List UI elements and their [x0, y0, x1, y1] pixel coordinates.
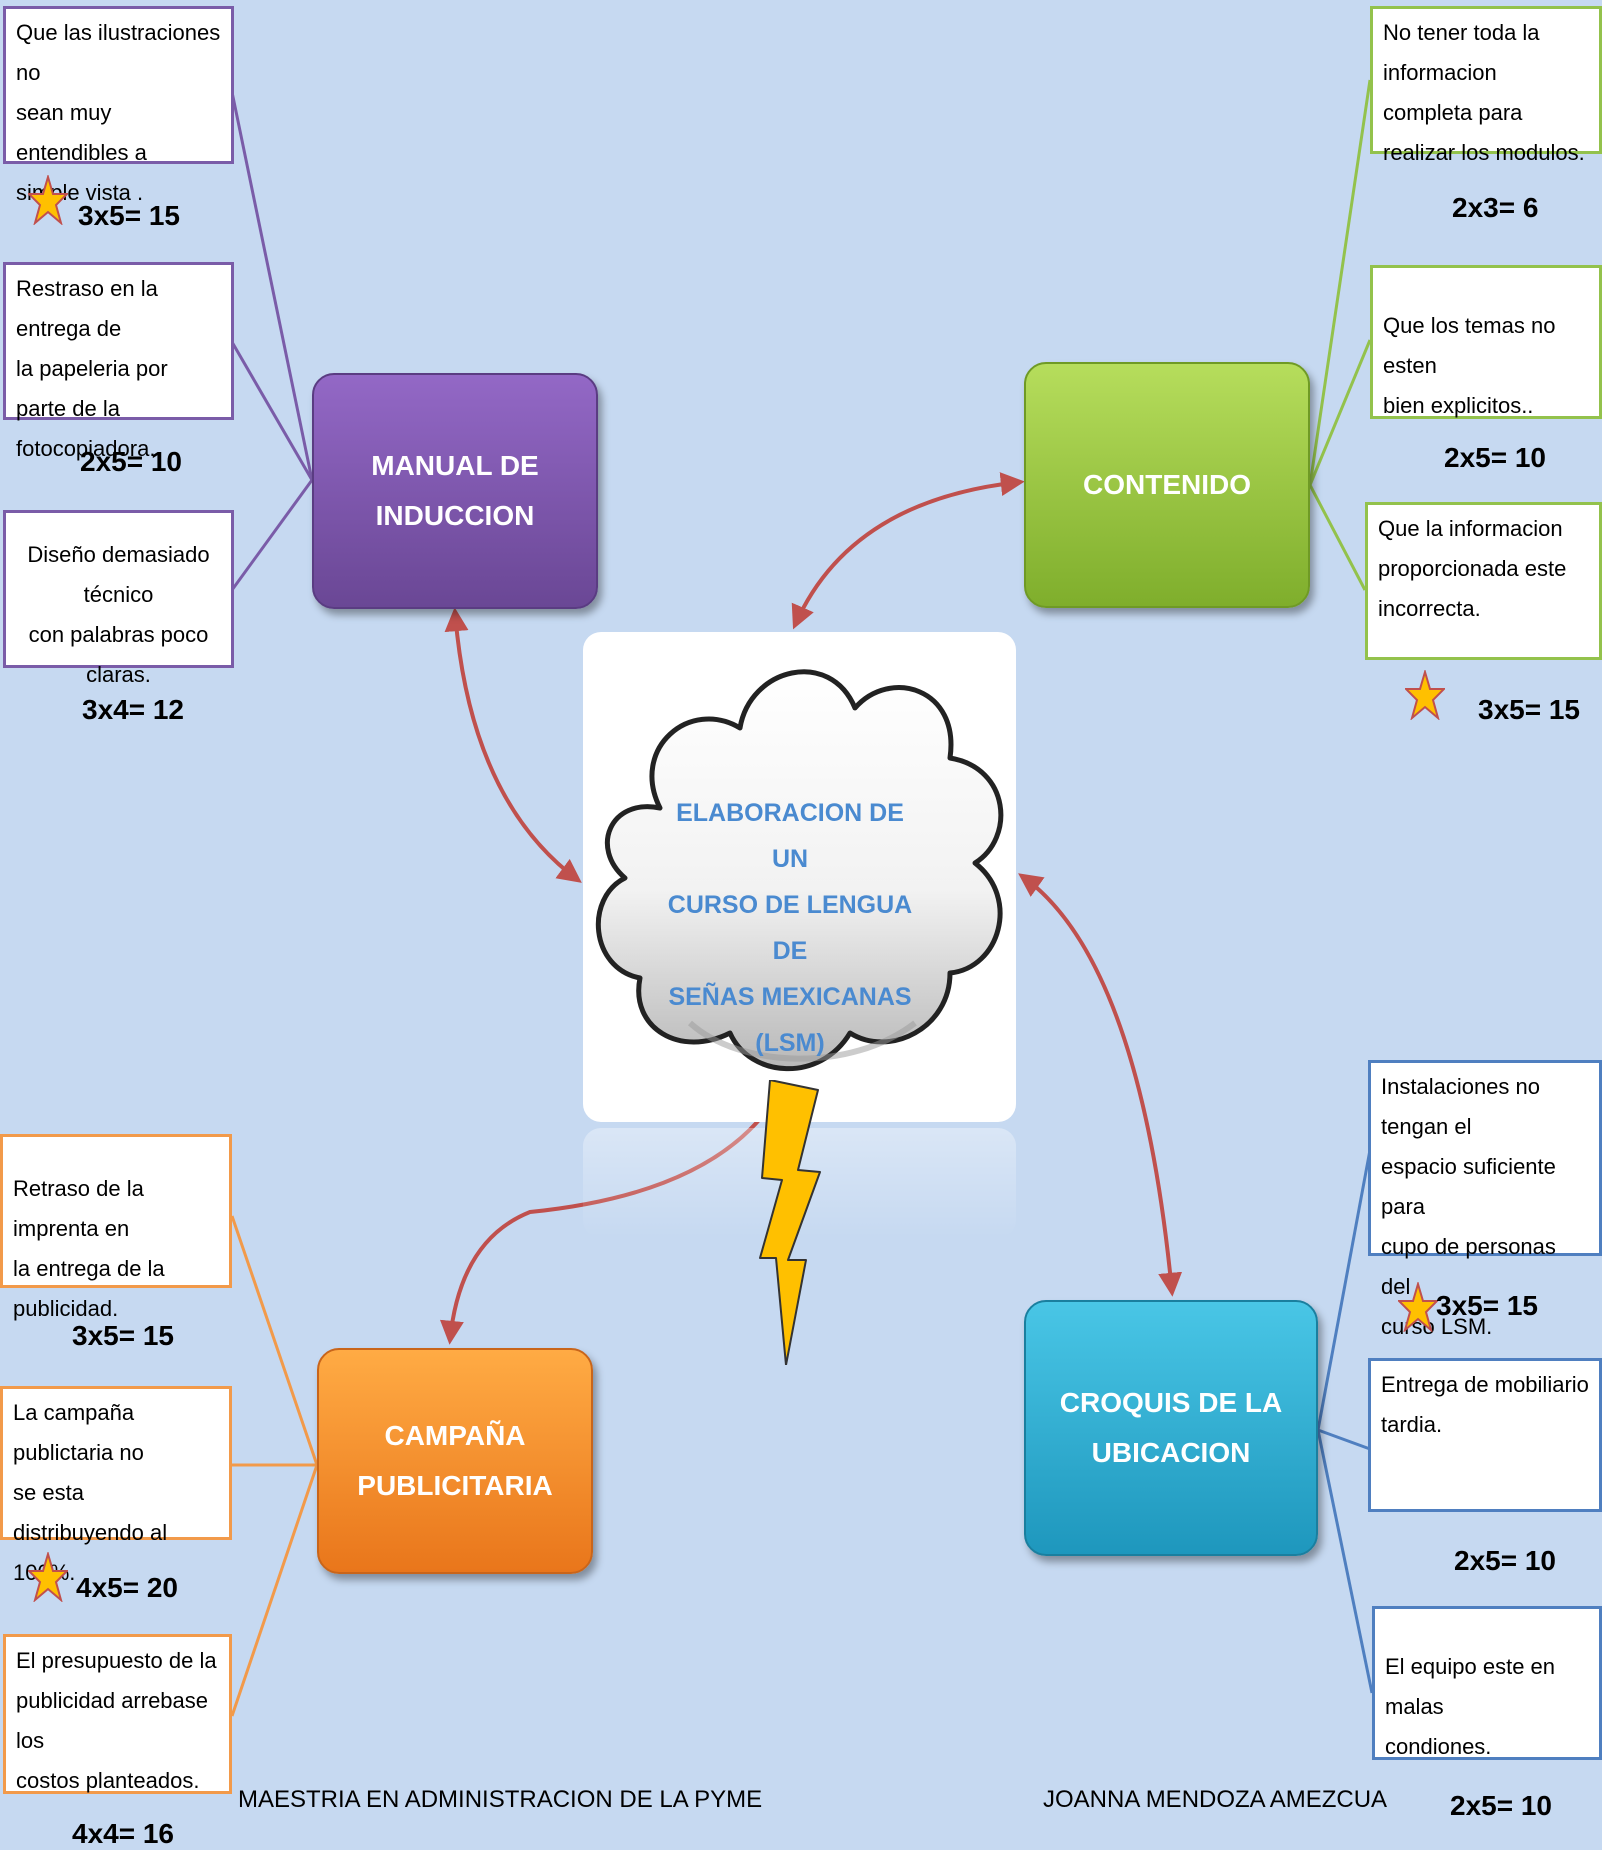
risk-box: Instalaciones no tengan el espacio sufic… [1368, 1060, 1602, 1339]
star-icon [1398, 1282, 1438, 1332]
node-title: CAMPAÑA PUBLICITARIA [357, 1420, 553, 1501]
risk-box: Retraso de la imprenta en la entrega de … [0, 1134, 232, 1321]
risk-box: El presupuesto de la publicidad arrebase… [3, 1634, 232, 1794]
risk-score: 4x5= 20 [76, 1572, 178, 1603]
risk-score: 4x4= 16 [72, 1818, 174, 1849]
risk-line: la entrega de la publicidad. [13, 1256, 165, 1321]
central-topic-line: (LSM) [755, 1029, 825, 1057]
risk-box: Que los temas no esten bien explicitos.. [1370, 265, 1602, 419]
risk-line: Que las ilustraciones no [16, 20, 221, 85]
risk-score: 2x3= 6 [1452, 192, 1539, 223]
risk-score: 3x5= 15 [1436, 1290, 1538, 1321]
risk-box: Que las ilustraciones no sean muy entend… [3, 6, 234, 205]
contenido-connectors [1308, 79, 1372, 591]
risk-line: incorrecta. [1378, 596, 1481, 621]
risk-line: espacio suficiente para [1381, 1154, 1556, 1219]
central-topic-line: ELABORACION DE UN [676, 799, 904, 873]
risk-line: Instalaciones no tengan el [1381, 1074, 1540, 1139]
central-topic-text: ELABORACION DE UN CURSO DE LENGUA DE SEÑ… [660, 790, 920, 1066]
risk-box: Restraso en la entrega de la papeleria p… [3, 262, 234, 461]
risk-score: 3x5= 15 [78, 200, 180, 231]
risk-line: fotocopiadora. [16, 436, 156, 461]
risk-box: Que la informacion proporcionada este in… [1365, 502, 1602, 660]
cloud-icon [595, 669, 1004, 1072]
footer-right: JOANNA MENDOZA AMEZCUA [1043, 1786, 1388, 1813]
node-campana-publicitaria[interactable]: CAMPAÑA PUBLICITARIA [317, 1348, 593, 1574]
node-contenido[interactable]: CONTENIDO [1024, 362, 1310, 608]
star-icon [28, 175, 68, 225]
lightning-icon [759, 1080, 821, 1365]
node-manual-de-induccion[interactable]: MANUAL DE INDUCCION [312, 373, 598, 609]
risk-line: Que la informacion [1378, 516, 1563, 541]
croquis-connectors [1316, 1149, 1374, 1694]
risk-line: curso LSM. [1381, 1314, 1493, 1339]
node-title-line: CROQUIS DE LA [1059, 1387, 1283, 1418]
risk-line: con palabras poco claras. [28, 622, 209, 687]
risk-line: bien explicitos.. [1383, 393, 1534, 418]
risk-line: publicidad arrebase los [16, 1688, 209, 1753]
risk-box: No tener toda la informacion completa pa… [1370, 6, 1602, 165]
risk-line: tardia. [1381, 1412, 1443, 1437]
risk-line: costos planteados. [16, 1768, 200, 1793]
risk-line: Entrega de mobiliario [1381, 1372, 1589, 1397]
risk-box: Diseño demasiado técnico con palabras po… [3, 510, 234, 687]
risk-line: condiones. [1385, 1734, 1492, 1759]
risk-score: 3x5= 15 [72, 1320, 174, 1351]
risk-score: 3x4= 12 [82, 694, 184, 725]
risk-line: informacion completa para [1383, 60, 1523, 125]
campana-connectors [230, 1215, 319, 1717]
risk-line: la papeleria por parte de la [16, 356, 168, 421]
risk-line: La campaña publictaria no [13, 1400, 144, 1465]
risk-line: Retraso de la imprenta en [13, 1176, 144, 1241]
risk-score: 2x5= 10 [1454, 1545, 1556, 1576]
node-title: MANUAL DE INDUCCION [371, 450, 539, 531]
node-croquis-de-la-ubicacion[interactable]: CROQUIS DE LA UBICACION [1024, 1300, 1318, 1556]
risk-line: El equipo este en malas [1385, 1654, 1556, 1719]
risk-line: proporcionada este [1378, 556, 1567, 581]
risk-line: sean muy entendibles a [16, 100, 147, 165]
risk-line: Restraso en la entrega de [16, 276, 158, 341]
risk-box: Entrega de mobiliario tardia. [1368, 1358, 1602, 1512]
node-title-line: UBICACION [1091, 1437, 1251, 1468]
risk-box: La campaña publictaria no se esta distri… [0, 1386, 232, 1585]
risk-score: 2x5= 10 [80, 446, 182, 477]
risk-box: El equipo este en malas condiones. [1372, 1606, 1602, 1760]
risk-line: cupo de personas del [1381, 1234, 1556, 1299]
star-icon [1405, 670, 1445, 720]
star-icon [28, 1552, 68, 1602]
manual-connectors [230, 91, 314, 591]
risk-line: Que los temas no esten [1383, 313, 1556, 378]
central-arrows [439, 472, 1183, 1345]
risk-score: 3x5= 15 [1478, 694, 1580, 725]
risk-line: El presupuesto de la [16, 1648, 217, 1673]
risk-line: realizar los modulos. [1383, 140, 1585, 165]
risk-line: Diseño demasiado técnico [27, 542, 210, 607]
node-title: CONTENIDO [1083, 469, 1251, 500]
central-topic-line: SEÑAS MEXICANAS [668, 983, 912, 1011]
footer-left: MAESTRIA EN ADMINISTRACION DE LA PYME [238, 1786, 763, 1813]
risk-line: No tener toda la [1383, 20, 1540, 45]
risk-score: 2x5= 10 [1450, 1790, 1552, 1821]
risk-line: se esta distribuyendo al [13, 1480, 168, 1545]
central-topic-line: CURSO DE LENGUA DE [667, 891, 913, 965]
risk-score: 2x5= 10 [1444, 442, 1546, 473]
